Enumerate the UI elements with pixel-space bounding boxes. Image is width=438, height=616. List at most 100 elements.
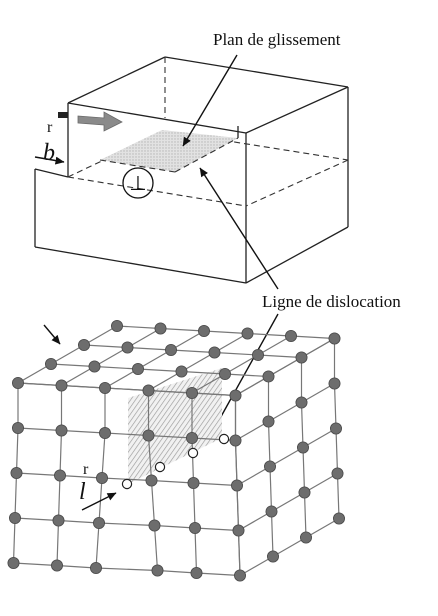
lattice-atom — [154, 322, 167, 335]
lattice-atom — [230, 479, 243, 492]
burgers-arrow — [34, 156, 65, 165]
lattice-atom — [208, 346, 221, 359]
lattice-bond — [83, 344, 128, 349]
vector-overline-r: r — [47, 119, 53, 136]
lattice-bond — [301, 337, 335, 359]
vector-letter-b: b — [43, 140, 55, 166]
lattice-atom — [121, 341, 134, 354]
lattice-atom — [251, 348, 264, 361]
lattice-bond — [94, 365, 139, 370]
lattice-bond — [95, 522, 100, 569]
lattice-bond — [151, 479, 194, 484]
vector-overline-r: r — [83, 461, 89, 478]
lattice-atom — [142, 429, 155, 442]
lattice-bond — [335, 428, 339, 474]
block-edge — [34, 246, 247, 284]
lattice-bond — [56, 564, 97, 569]
lattice-bond — [269, 446, 304, 468]
lattice-bond — [104, 432, 149, 437]
lattice-bond — [104, 368, 139, 389]
lattice-atom — [45, 357, 58, 370]
lattice-bond — [157, 569, 197, 574]
lattice-bond — [61, 429, 106, 434]
hidden-edge — [67, 176, 247, 207]
lattice-bond — [236, 465, 271, 487]
lattice-bond — [17, 427, 62, 432]
lattice-atom — [233, 569, 246, 582]
lattice-bond — [15, 427, 19, 474]
lattice-atom — [331, 467, 344, 480]
vector-letter-l: l — [79, 479, 86, 505]
lattice-atom — [52, 514, 65, 527]
perpendicular-symbol: ⊥ — [129, 173, 146, 195]
lattice-atom — [262, 370, 275, 383]
dislocation-core-atom — [218, 433, 230, 445]
lattice-atom — [332, 512, 345, 525]
lattice-bond — [101, 432, 106, 479]
lattice-atom — [145, 474, 158, 487]
lattice-bond — [267, 421, 271, 467]
lattice-atom — [284, 329, 297, 342]
symbol-circle — [122, 167, 154, 199]
dislocation-line-label: Ligne de dislocation — [262, 292, 401, 311]
lattice-bond — [224, 373, 269, 378]
lattice-bond — [116, 325, 161, 330]
lattice-atom — [51, 559, 64, 572]
lattice-atom — [55, 379, 68, 392]
lattice-bond — [61, 365, 95, 387]
lattice-atom — [329, 422, 342, 435]
lattice-bond — [214, 351, 259, 356]
lattice-atom — [262, 415, 275, 428]
lattice-atom — [10, 466, 23, 479]
slip-plane-pointer — [182, 54, 238, 147]
burgers-vector-top: r b — [34, 119, 65, 166]
lattice-bond — [98, 522, 155, 527]
lattice-atom — [328, 377, 341, 390]
lattice-bond — [257, 354, 302, 359]
block-edge — [164, 56, 349, 88]
lattice-bond — [170, 349, 215, 354]
lattice-atom — [151, 564, 164, 577]
lattice-bond — [238, 510, 272, 532]
crystal-block — [34, 56, 349, 284]
lattice-bond — [148, 370, 182, 392]
lattice-bond — [300, 402, 304, 448]
lattice-bond — [14, 517, 59, 522]
lattice-bond — [191, 392, 236, 397]
lattice-atom — [8, 512, 21, 525]
lattice-atom — [142, 384, 155, 397]
lattice-bond — [302, 447, 306, 493]
lattice-bond — [305, 517, 340, 539]
lattice-atom — [241, 327, 254, 340]
lattice-bond — [147, 435, 153, 481]
lattice-bond — [214, 332, 248, 354]
hidden-edge — [245, 159, 349, 207]
lattice-atom — [229, 434, 242, 447]
lattice-bond — [272, 536, 307, 558]
lattice-atom — [218, 367, 231, 380]
lattice-bond — [194, 527, 198, 574]
lattice-bond — [196, 572, 241, 577]
lattice-bond — [17, 363, 52, 384]
lattice-bond — [148, 389, 193, 394]
lattice-atom — [131, 362, 144, 375]
lattice-atom — [96, 471, 109, 484]
lattice-bond — [247, 332, 292, 337]
lattice-atom — [187, 476, 200, 489]
lattice-bond — [61, 384, 106, 389]
lattice-bond — [235, 375, 269, 397]
lattice-atoms — [7, 319, 345, 582]
lattice-bond — [336, 473, 340, 519]
lattice-atom — [11, 376, 24, 389]
dislocation-core-atom — [154, 461, 166, 473]
lattice-bond — [304, 472, 338, 494]
lattice-bond — [58, 519, 100, 524]
lattice-bond — [268, 401, 302, 423]
lattice-bond — [235, 420, 269, 442]
lattice-atom — [7, 557, 20, 570]
lattice-bond — [302, 427, 337, 449]
lattice-bond — [239, 555, 274, 577]
lattice-atom — [164, 343, 177, 356]
lattice-atom — [54, 469, 67, 482]
lattice-bond — [50, 344, 85, 365]
